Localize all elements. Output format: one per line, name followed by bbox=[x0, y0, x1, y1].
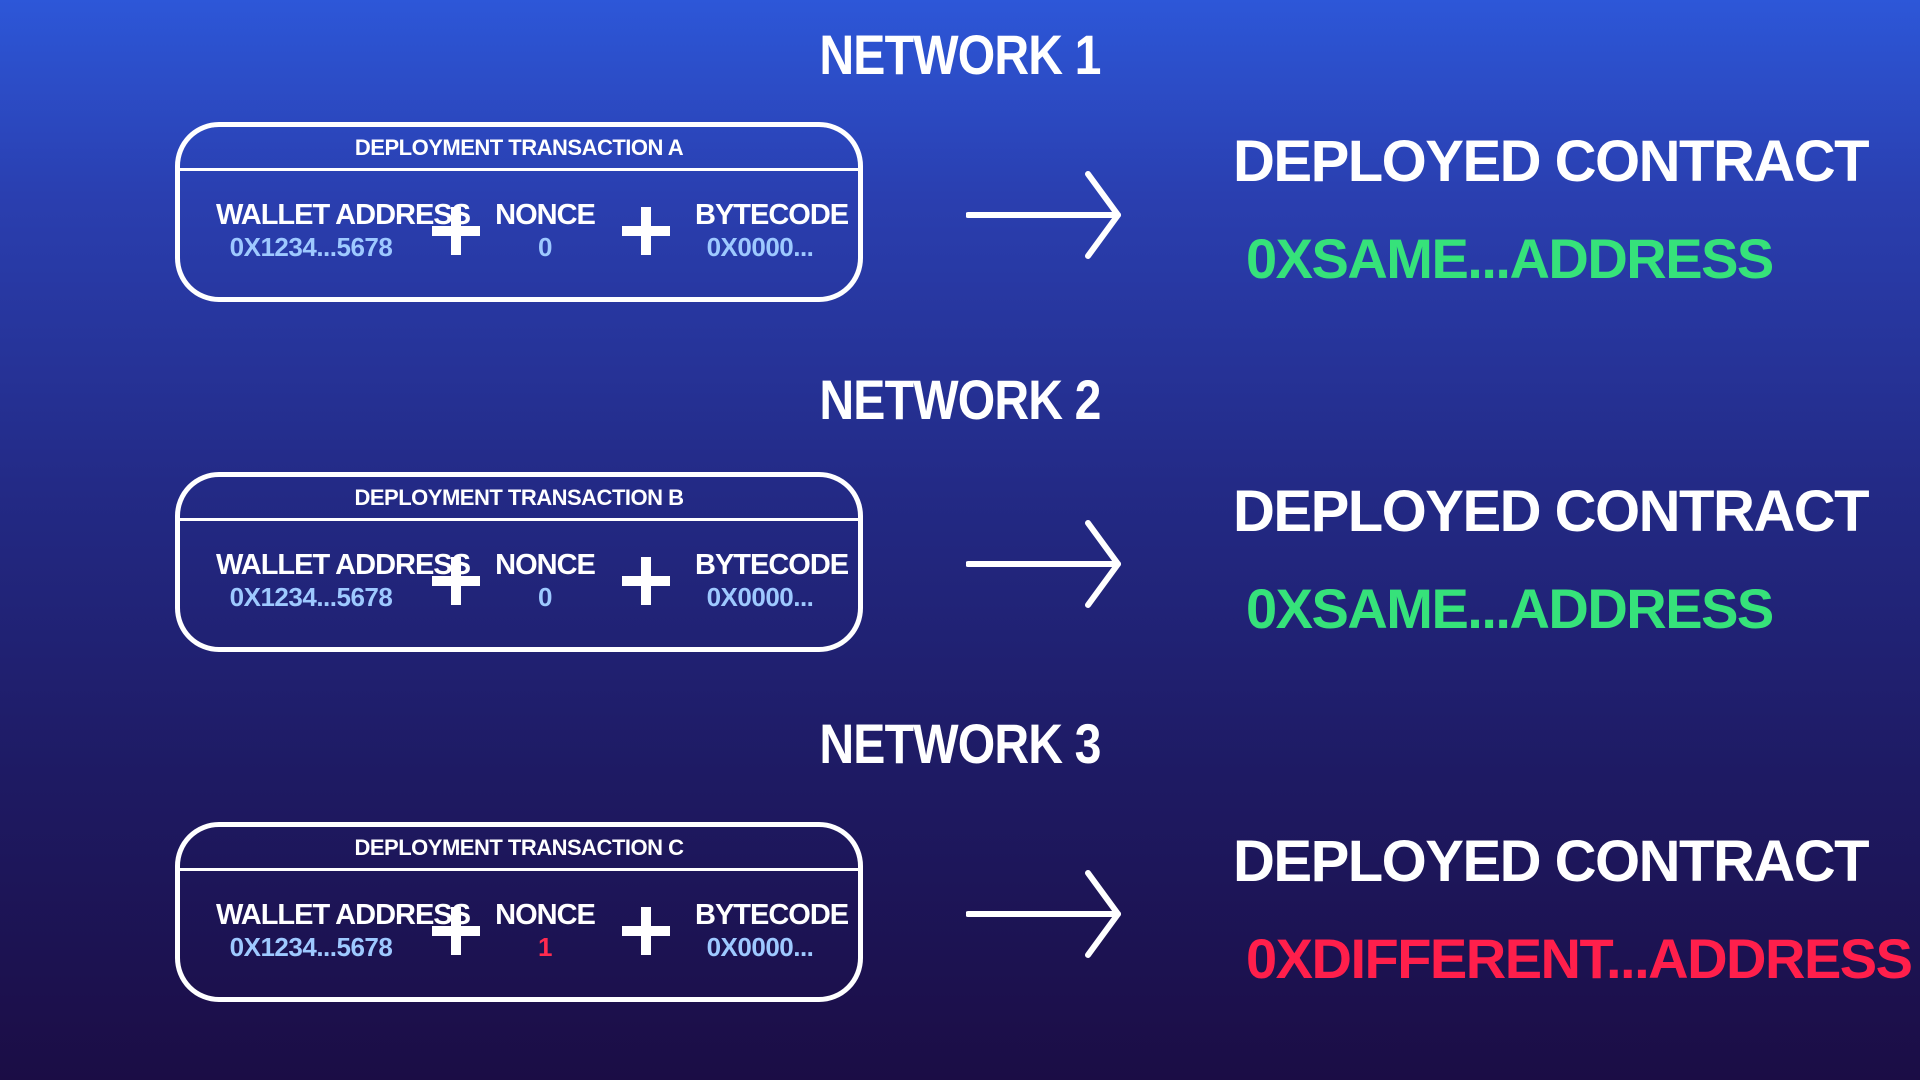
deployed-contract-label: DEPLOYED CONTRACT bbox=[1233, 829, 1870, 894]
nonce-label: NONCE bbox=[495, 899, 596, 931]
deployed-contract-label: DEPLOYED CONTRACT bbox=[1233, 129, 1870, 194]
transaction-title: DEPLOYMENT TRANSACTION A bbox=[180, 127, 858, 171]
plus-icon bbox=[432, 557, 480, 605]
nonce-label: NONCE bbox=[495, 549, 596, 581]
wallet-address-field: WALLET ADDRESS 0X1234...5678 bbox=[216, 199, 471, 263]
wallet-address-value: 0X1234...5678 bbox=[229, 582, 393, 612]
transaction-title: DEPLOYMENT TRANSACTION C bbox=[180, 827, 858, 871]
deployment-transaction-box: DEPLOYMENT TRANSACTION B WALLET ADDRESS … bbox=[175, 472, 863, 652]
nonce-field: NONCE 0 bbox=[490, 199, 600, 263]
network-title: NETWORK 3 bbox=[819, 712, 1101, 775]
nonce-value: 0 bbox=[538, 582, 552, 612]
deployment-transaction-box: DEPLOYMENT TRANSACTION C WALLET ADDRESS … bbox=[175, 822, 863, 1002]
transaction-title: DEPLOYMENT TRANSACTION B bbox=[180, 477, 858, 521]
wallet-address-label: WALLET ADDRESS bbox=[216, 549, 471, 581]
deployment-transaction-box: DEPLOYMENT TRANSACTION A WALLET ADDRESS … bbox=[175, 122, 863, 302]
contract-address: 0XDIFFERENT...ADDRESS bbox=[1246, 927, 1913, 990]
bytecode-field: BYTECODE 0X0000... bbox=[695, 199, 849, 263]
nonce-field: NONCE 1 bbox=[490, 899, 600, 963]
deployed-contract-label: DEPLOYED CONTRACT bbox=[1233, 479, 1870, 544]
nonce-label: NONCE bbox=[495, 199, 596, 231]
plus-icon bbox=[432, 907, 480, 955]
wallet-address-value: 0X1234...5678 bbox=[229, 232, 393, 262]
nonce-field: NONCE 0 bbox=[490, 549, 600, 613]
right-arrow-icon bbox=[966, 171, 1121, 259]
bytecode-value: 0X0000... bbox=[706, 932, 814, 962]
bytecode-field: BYTECODE 0X0000... bbox=[695, 899, 849, 963]
network-title: NETWORK 2 bbox=[819, 368, 1101, 431]
nonce-value: 1 bbox=[538, 932, 552, 962]
plus-icon bbox=[622, 207, 670, 255]
plus-icon bbox=[432, 207, 480, 255]
right-arrow-icon bbox=[966, 520, 1121, 608]
wallet-address-field: WALLET ADDRESS 0X1234...5678 bbox=[216, 549, 471, 613]
bytecode-field: BYTECODE 0X0000... bbox=[695, 549, 849, 613]
wallet-address-value: 0X1234...5678 bbox=[229, 932, 393, 962]
contract-address: 0XSAME...ADDRESS bbox=[1246, 577, 1774, 640]
bytecode-label: BYTECODE bbox=[695, 199, 849, 231]
right-arrow-icon bbox=[966, 870, 1121, 958]
bytecode-value: 0X0000... bbox=[706, 232, 814, 262]
plus-icon bbox=[622, 907, 670, 955]
bytecode-label: BYTECODE bbox=[695, 549, 849, 581]
network-title: NETWORK 1 bbox=[819, 23, 1101, 86]
wallet-address-field: WALLET ADDRESS 0X1234...5678 bbox=[216, 899, 471, 963]
bytecode-label: BYTECODE bbox=[695, 899, 849, 931]
nonce-value: 0 bbox=[538, 232, 552, 262]
wallet-address-label: WALLET ADDRESS bbox=[216, 899, 471, 931]
wallet-address-label: WALLET ADDRESS bbox=[216, 199, 471, 231]
bytecode-value: 0X0000... bbox=[706, 582, 814, 612]
plus-icon bbox=[622, 557, 670, 605]
contract-address: 0XSAME...ADDRESS bbox=[1246, 227, 1774, 290]
